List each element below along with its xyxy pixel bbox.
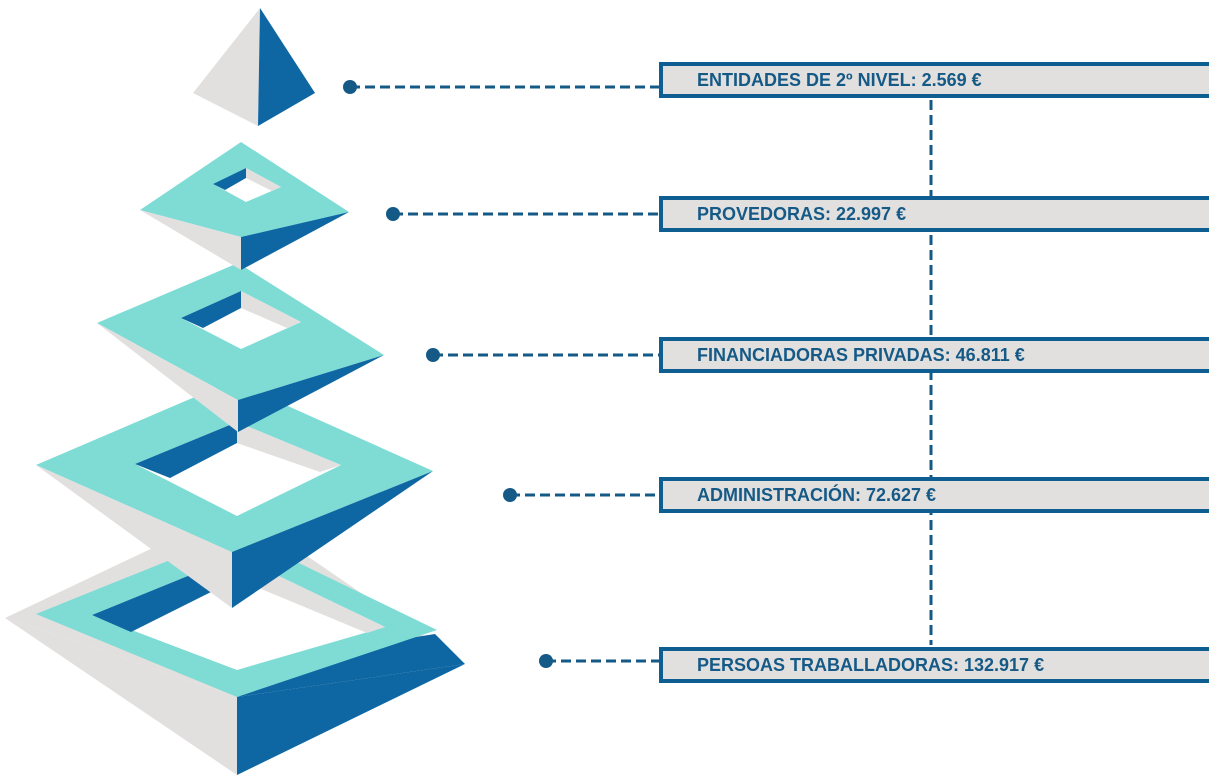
connector-3: [503, 488, 659, 502]
label-box-entidades: ENTIDADES DE 2º NIVEL: 2.569 €: [659, 62, 1209, 98]
connector-4: [539, 654, 659, 668]
label-box-administracion: ADMINISTRACIÓN: 72.627 €: [659, 477, 1209, 513]
label-persoas: PERSOAS TRABALLADORAS: 132.917 €: [697, 655, 1045, 675]
connector-dot: [343, 80, 357, 94]
label-administracion: ADMINISTRACIÓN: 72.627 €: [697, 485, 937, 505]
label-financiadoras: FINANCIADORAS PRIVADAS: 46.811 €: [697, 345, 1025, 365]
pyramid-level-2: [140, 142, 349, 270]
label-box-financiadoras: FINANCIADORAS PRIVADAS: 46.811 €: [659, 337, 1209, 373]
pyramid-level-1: [193, 8, 315, 126]
label-box-persoas: PERSOAS TRABALLADORAS: 132.917 €: [659, 647, 1209, 683]
label-entidades: ENTIDADES DE 2º NIVEL: 2.569 €: [697, 70, 982, 90]
connector-dot: [386, 207, 400, 221]
label-provedoras: PROVEDORAS: 22.997 €: [697, 204, 907, 224]
connector-dot: [426, 348, 440, 362]
connector-dot: [503, 488, 517, 502]
connector-dot: [539, 654, 553, 668]
pyramid-level-3: [97, 263, 384, 432]
connector-0: [343, 80, 659, 94]
pyramid-level-4: [36, 381, 433, 608]
connector-1: [386, 207, 659, 221]
label-box-provedoras: PROVEDORAS: 22.997 €: [659, 196, 1209, 232]
connector-2: [426, 348, 659, 362]
